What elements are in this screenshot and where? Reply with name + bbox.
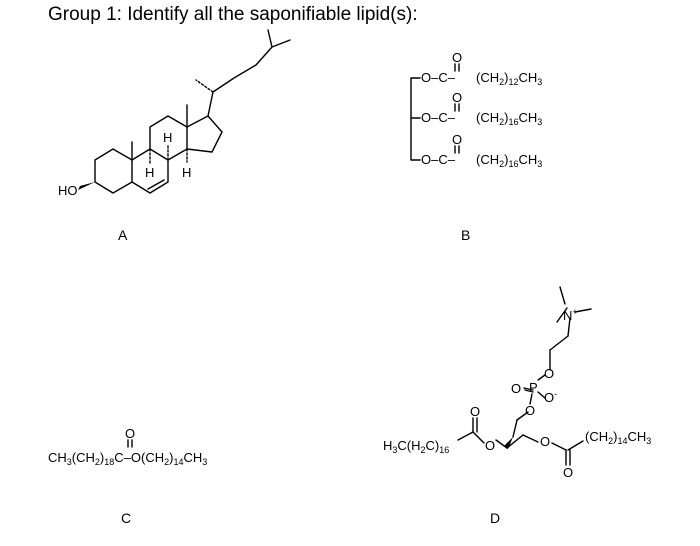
- structure-b-carbonyl-o-3: O: [452, 132, 462, 147]
- structure-b-link-3: O–C–: [421, 152, 456, 167]
- structure-d-o-carbonyl-left: O: [470, 404, 480, 419]
- structure-d-o-upper: O: [544, 366, 554, 381]
- structure-b-chain-2: (CH2)16CH3: [476, 110, 542, 127]
- structure-d-o-ester-right: O: [540, 434, 550, 449]
- structure-b-carbonyl-o-1: O: [452, 50, 462, 65]
- structure-b-link-1: O–C–: [421, 70, 456, 85]
- structure-a-label: A: [118, 227, 128, 243]
- structure-d-nitrogen: N+: [563, 307, 578, 323]
- structure-d-o-carbonyl-right: O: [563, 465, 573, 480]
- structure-d-phosphorus: P: [529, 380, 538, 395]
- structure-b-label: B: [461, 227, 470, 243]
- structure-c-formula: CH3(CH2)18C–O(CH2)14CH3: [48, 450, 207, 467]
- structure-b-link-2: O–C–: [421, 110, 456, 125]
- structure-d-phospholipid: N+ O P O O- O O O O O H3C(H2C)16 (CH: [383, 286, 651, 526]
- structure-d-o-lower: O: [525, 403, 535, 418]
- structure-b-triglyceride: O O–C– (CH2)12CH3 O O–C– (CH2)16CH3 O O–…: [410, 50, 542, 243]
- structure-b-chain-3: (CH2)16CH3: [476, 152, 542, 169]
- question-title: Group 1: Identify all the saponifiable l…: [48, 4, 418, 25]
- structure-d-o-double: O: [511, 381, 521, 396]
- structure-a-h-right: H: [182, 165, 191, 180]
- structure-b-carbonyl-o-2: O: [452, 90, 462, 105]
- structure-a-ho-label: HO: [58, 183, 78, 198]
- structure-c-label: C: [121, 510, 131, 526]
- structure-d-right-chain: (CH2)14CH3: [585, 429, 651, 446]
- structure-a-cholesterol: HO H H H A: [58, 29, 291, 243]
- structure-b-chain-1: (CH2)12CH3: [476, 70, 542, 87]
- structure-d-left-chain: H3C(H2C)16: [383, 438, 449, 455]
- structure-c-wax-ester: O CH3(CH2)18C–O(CH2)14CH3 C: [48, 426, 207, 526]
- structure-a-h-left: H: [145, 165, 154, 180]
- structure-d-o-ester-left: O: [485, 438, 495, 453]
- structure-d-o-minus: O-: [544, 389, 557, 405]
- structure-d-label: D: [490, 510, 500, 526]
- structure-a-h-top: H: [163, 130, 172, 145]
- structure-c-carbonyl-o: O: [125, 426, 135, 441]
